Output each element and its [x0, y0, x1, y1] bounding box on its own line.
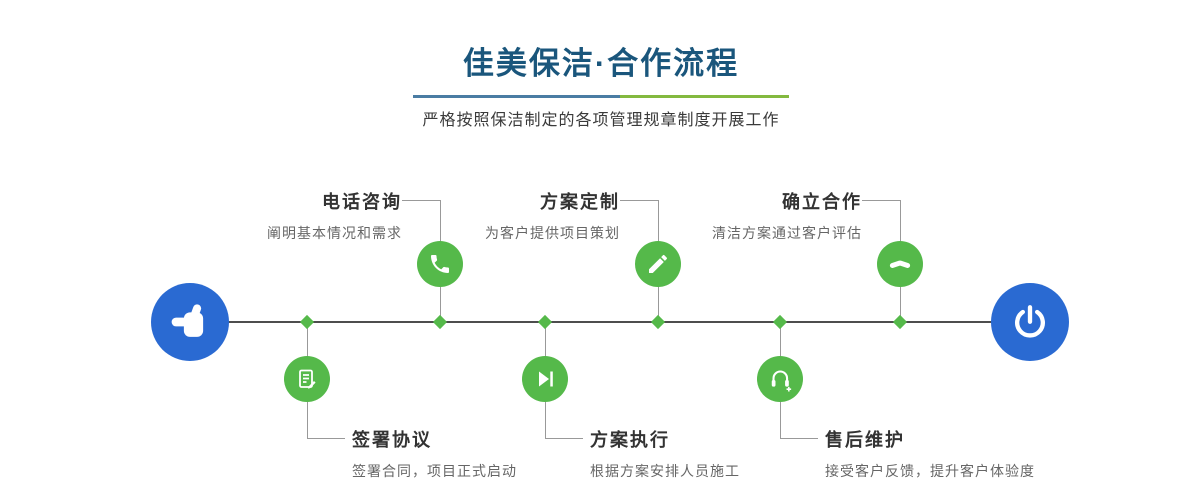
- power-icon: [1010, 302, 1050, 342]
- connector-line: [402, 200, 440, 201]
- page-title: 佳美保洁·合作流程: [462, 46, 740, 81]
- step-title: 方案定制: [540, 192, 620, 212]
- handshake-icon: [887, 251, 913, 277]
- end-node: [991, 283, 1069, 361]
- timeline-node: [299, 314, 315, 330]
- step-description: 接受客户反馈，提升客户体验度: [825, 463, 1035, 479]
- step-icon-circle: [757, 356, 803, 402]
- step-phone-consult: 电话咨询 阐明基本情况和需求: [102, 188, 402, 243]
- step-title: 签署协议: [352, 430, 432, 450]
- step-title: 售后维护: [825, 430, 905, 450]
- step-description: 清洁方案通过客户评估: [712, 225, 862, 241]
- pointing-hand-icon: [169, 301, 211, 343]
- step-sign-agreement: 签署协议 签署合同，项目正式启动: [352, 426, 672, 481]
- timeline-node: [892, 314, 908, 330]
- step-icon-circle: [522, 356, 568, 402]
- step-title: 确立合作: [782, 192, 862, 212]
- connector-line: [307, 438, 345, 439]
- connector-line: [545, 438, 583, 439]
- headset-icon: [768, 367, 793, 392]
- connector-line: [780, 438, 818, 439]
- step-description: 根据方案安排人员施工: [590, 463, 740, 479]
- step-description: 签署合同，项目正式启动: [352, 463, 517, 479]
- step-icon-circle: [877, 241, 923, 287]
- connector-line: [620, 200, 658, 201]
- pencil-icon: [646, 252, 670, 276]
- step-title: 方案执行: [590, 430, 670, 450]
- step-icon-circle: [417, 241, 463, 287]
- timeline-node: [772, 314, 788, 330]
- timeline-node: [537, 314, 553, 330]
- page-subtitle: 严格按照保洁制定的各项管理规章制度开展工作: [422, 112, 780, 129]
- step-plan-execute: 方案执行 根据方案安排人员施工: [590, 426, 910, 481]
- divider-blue-segment: [413, 95, 620, 98]
- step-establish-cooperation: 确立合作 清洁方案通过客户评估: [562, 188, 862, 243]
- divider-green-segment: [619, 95, 789, 98]
- connector-line: [862, 200, 900, 201]
- phone-icon: [428, 252, 452, 276]
- document-icon: [295, 367, 319, 391]
- play-icon: [533, 367, 557, 391]
- step-description: 阐明基本情况和需求: [267, 225, 402, 241]
- start-node: [151, 283, 229, 361]
- step-icon-circle: [635, 241, 681, 287]
- step-plan-custom: 方案定制 为客户提供项目策划: [320, 188, 620, 243]
- step-description: 为客户提供项目策划: [485, 225, 620, 241]
- timeline-node: [432, 314, 448, 330]
- step-title: 电话咨询: [322, 192, 402, 212]
- step-icon-circle: [284, 356, 330, 402]
- title-divider: [413, 95, 789, 98]
- timeline-node: [650, 314, 666, 330]
- step-aftersales-maintenance: 售后维护 接受客户反馈，提升客户体验度: [825, 426, 1145, 481]
- timeline-line: [190, 321, 1030, 323]
